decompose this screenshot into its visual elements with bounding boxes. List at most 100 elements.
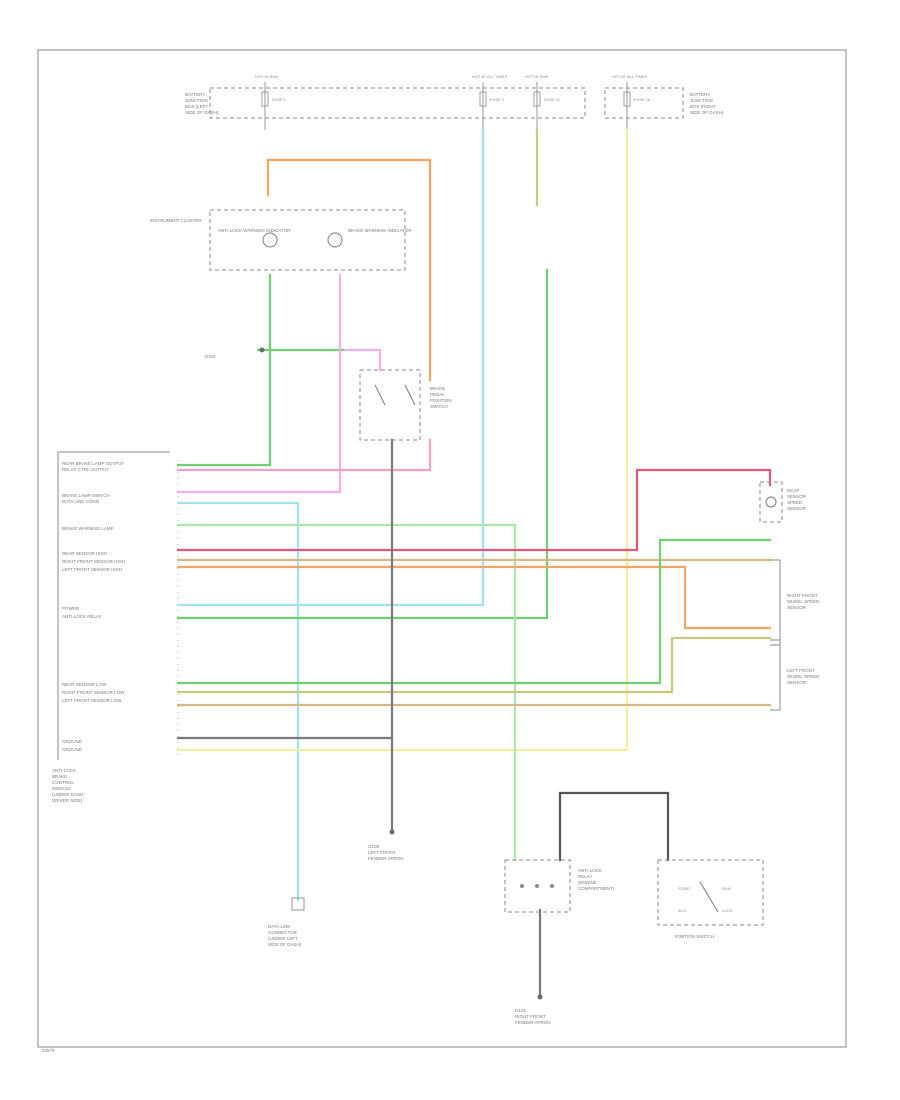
data-link-line-3: (UNDER LEFT: [268, 936, 298, 941]
ground-right-line-1: G101: [515, 1008, 527, 1013]
fuse-18-hot-label: HOT AT ALL TIMES: [612, 74, 647, 79]
pin-label-anti-lock-relay: ANTI-LOCK RELAY: [62, 614, 102, 619]
fuse-1-name: FUSE 1: [272, 97, 287, 102]
relay-line-2: RELAY: [578, 874, 592, 879]
data-link-line-1: DATA LINK: [268, 924, 290, 929]
wire-cyan-datalink: [176, 501, 300, 902]
diagram-frame: [37, 49, 847, 1048]
anti-lock-control-module: ANTI-LOCK BRAKE CONTROL MODULE (UNDER DA…: [52, 451, 170, 803]
wire-lightgreen-warning: [176, 523, 517, 862]
relay-outline: [504, 859, 571, 913]
ignition-pos-lock: LOCK: [722, 908, 733, 913]
rear-sensor-line-2: SENSOR: [787, 494, 807, 499]
wire-red-rear-high: [176, 468, 772, 552]
fuse-11-hot-label: HOT IN RUN: [525, 74, 548, 79]
ignition-switch-outline: [657, 859, 764, 926]
module-line-4: MODULE: [52, 786, 71, 791]
left-box-line-2: JUNCTION: [185, 98, 208, 103]
anti-lock-warning-label: ANTI-LOCK WARNING INDICATOR: [218, 228, 291, 233]
brake-pedal-switch: BRAKE PEDAL POSITION SWITCH: [359, 369, 452, 441]
ground-left: G100 LEFT FRONT FENDER APRON: [368, 829, 404, 861]
relay-line-3: (ENGINE: [578, 880, 597, 885]
ground-left-icon: [389, 829, 395, 835]
fuse-2-name: FUSE 2: [490, 97, 505, 102]
pin-label-rear-brake-lamp: REAR BRAKE LAMP OUTPUT: [62, 461, 124, 466]
module-line-1: ANTI-LOCK: [52, 768, 76, 773]
fuse-2: HOT AT ALL TIMES FUSE 2: [472, 74, 507, 130]
rear-sensor-icon: [765, 496, 777, 508]
wire-green-power: [176, 268, 549, 620]
ground-left-line-1: G100: [368, 844, 380, 849]
right-box-line-4: SIDE OF DASH): [690, 110, 724, 115]
data-link-line-4: SIDE OF DASH): [268, 942, 302, 947]
fuse-1-hot-label: HOT IN RUN: [255, 74, 278, 79]
ignition-pos-acc: ACC: [678, 908, 687, 913]
junction-box-left-outline: [209, 87, 586, 119]
wire-pink: [176, 438, 432, 472]
wire-orange-top: [266, 158, 432, 382]
pin-label-rf-sensor-low: RIGHT FRONT SENSOR LOW: [62, 690, 125, 695]
lf-sensor-line-2: WHEEL SPEED: [787, 674, 820, 679]
right-front-speed-sensor: RIGHT FRONT WHEEL SPEED SENSOR: [770, 559, 820, 646]
fuse-junction-box-right: BATTERY JUNCTION BOX (RIGHT SIDE OF DASH…: [604, 87, 724, 119]
left-box-line-1: BATTERY: [185, 92, 205, 97]
pin-label-lf-sensor-low: LEFT FRONT SENSOR LOW: [62, 698, 122, 703]
instrument-cluster-label: INSTRUMENT CLUSTER: [150, 218, 202, 223]
ignition-switch-label: IGNITION SWITCH: [675, 934, 714, 939]
right-box-line-1: BATTERY: [690, 92, 710, 97]
wires: [176, 128, 772, 997]
right-box-line-2: JUNCTION: [690, 98, 713, 103]
data-link-line-2: CONNECTOR: [268, 930, 298, 935]
fuse-2-hot-label: HOT AT ALL TIMES: [472, 74, 507, 79]
wire-green-rear-low: [176, 538, 772, 685]
pin-label-data-link: DATA LINK CONN: [62, 499, 99, 504]
module-line-3: CONTROL: [52, 780, 74, 785]
fuse-junction-box-left: BATTERY JUNCTION BOX (LEFT SIDE OF DASH): [185, 87, 586, 119]
ground-g201-label: G201: [205, 354, 217, 359]
module-line-5: (UNDER DASH,: [52, 792, 85, 797]
anti-lock-lamp-icon: [262, 232, 278, 248]
ignition-pos-run: RUN: [722, 886, 731, 891]
left-box-line-3: BOX (LEFT: [185, 104, 209, 109]
ignition-pos-start: START: [678, 886, 691, 891]
diagram-reference-number: 10579: [42, 1048, 55, 1053]
fuse-11-name: FUSE 11: [544, 97, 561, 102]
fuse-18: HOT AT ALL TIMES FUSE 18: [612, 74, 651, 130]
pin-label-relay-ctrl: RELAY CTRL OUTPUT: [62, 467, 109, 472]
module-line-6: DRIVER SIDE): [52, 798, 83, 803]
pin-label-ground-1: GROUND: [62, 739, 83, 744]
rear-sensor-line-1: REAR: [787, 488, 800, 493]
ground-right-icon: [537, 994, 543, 1000]
rear-sensor-line-4: SENSOR: [787, 506, 807, 511]
wire-orange-lf-high: [176, 565, 772, 630]
ground-left-line-3: FENDER APRON: [368, 856, 404, 861]
rear-sensor-outline: [759, 481, 783, 523]
brake-lamp-icon: [327, 232, 343, 248]
wire-cyan-fuse2: [176, 128, 485, 607]
brake-switch-line-3: POSITION: [430, 398, 452, 403]
brake-switch-line-2: PEDAL: [430, 392, 445, 397]
pin-label-rear-sensor-high: REAR SENSOR HIGH: [62, 551, 107, 556]
rf-sensor-line-3: SENSOR: [787, 605, 807, 610]
fuse-1: HOT IN RUN FUSE 1: [255, 74, 287, 130]
module-pin-labels: REAR BRAKE LAMP OUTPUT RELAY CTRL OUTPUT…: [62, 461, 125, 752]
rear-sensor-line-3: SPEED: [787, 500, 803, 505]
brake-warning-label: BRAKE WARNING INDICATOR: [348, 228, 412, 233]
fuse-11: HOT IN RUN FUSE 11: [525, 74, 561, 130]
wire-yellow-fuse18: [176, 128, 629, 752]
ground-right-line-3: FENDER APRON: [515, 1020, 551, 1025]
module-outline: [57, 451, 170, 760]
pin-label-rear-sensor-low: REAR SENSOR LOW: [62, 682, 107, 687]
left-front-speed-sensor: LEFT FRONT WHEEL SPEED SENSOR: [770, 639, 820, 711]
pin-label-brake-warning: BRAKE WARNING LAMP: [62, 526, 114, 531]
data-link-icon: [291, 897, 305, 911]
pin-label-brake-lamp-switch: BRAKE LAMP SWITCH: [62, 493, 110, 498]
brake-pedal-switch-outline: [359, 369, 421, 441]
ground-g201-icon: [259, 347, 265, 353]
wire-olive-rf-low: [176, 636, 772, 694]
relay-line-4: COMPARTMENT): [578, 886, 615, 891]
lf-sensor-outline: [770, 639, 781, 711]
lf-sensor-line-1: LEFT FRONT: [787, 668, 815, 673]
ground-left-line-2: LEFT FRONT: [368, 850, 396, 855]
